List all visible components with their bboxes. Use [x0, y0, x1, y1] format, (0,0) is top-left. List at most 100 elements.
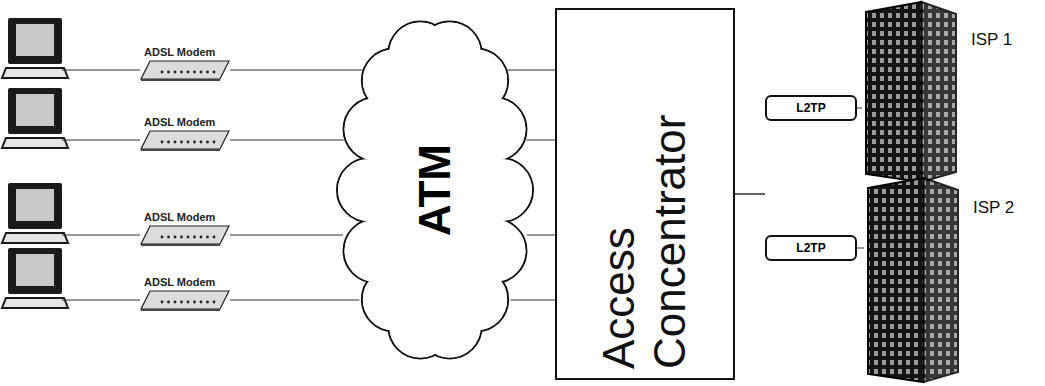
modem-light: [200, 236, 203, 239]
connector-line: [230, 70, 364, 71]
modem-node: ADSL Modem: [140, 60, 230, 80]
building-label: ISP 1: [971, 30, 1012, 50]
modem-light: [206, 236, 209, 239]
modem-light: [161, 236, 164, 239]
modem-base: [141, 309, 220, 311]
building-node: ISP 2: [864, 178, 960, 382]
concentrator-label: Access Concentrator: [594, 19, 695, 369]
connector-line: [230, 300, 359, 301]
l2tp-node: L2TP: [765, 95, 857, 121]
monitor-screen: [16, 24, 54, 56]
label-wrap: ATM: [413, 144, 457, 236]
connector-line: [230, 140, 344, 141]
modem-light: [161, 141, 164, 144]
modem-light: [193, 301, 196, 304]
modem-light: [206, 141, 209, 144]
cloud-node: ATM: [335, 20, 535, 360]
modem-light: [174, 301, 177, 304]
modem-light: [180, 236, 183, 239]
connector-line: [506, 70, 555, 71]
modem-light: [174, 71, 177, 74]
modem-body: [141, 131, 229, 149]
modem-light: [193, 141, 196, 144]
modem-light: [200, 71, 203, 74]
label-wrap: ISP 1: [971, 30, 1012, 50]
modem-light: [187, 141, 190, 144]
concentrator-node: Access Concentrator: [555, 8, 735, 380]
keyboard: [2, 68, 68, 78]
modem-base: [141, 244, 220, 246]
label-wrap: ADSL Modem: [144, 46, 215, 58]
modem-light: [206, 71, 209, 74]
modem-light: [180, 301, 183, 304]
building-side: [922, 2, 956, 182]
modem-light: [161, 301, 164, 304]
modem-light: [161, 71, 164, 74]
modem-light: [174, 236, 177, 239]
monitor-frame: [8, 248, 62, 294]
modem-label: ADSL Modem: [144, 116, 215, 128]
modem-light: [167, 141, 170, 144]
building-front: [868, 178, 924, 382]
cloud-label: ATM: [413, 144, 457, 236]
keyboard: [2, 233, 68, 243]
cloud-core: [369, 50, 501, 330]
label-wrap: ADSL Modem: [144, 276, 215, 288]
modem-light: [200, 301, 203, 304]
cable-line: [62, 235, 140, 236]
modem-light: [213, 71, 216, 74]
modem-body: [141, 291, 229, 309]
monitor-frame: [8, 88, 62, 134]
modem-node: ADSL Modem: [140, 290, 230, 310]
modem-light: [180, 141, 183, 144]
label-wrap: Access Concentrator: [594, 19, 695, 369]
modem-shape: [140, 130, 230, 150]
building-side: [924, 178, 958, 382]
monitor-screen: [16, 94, 54, 126]
keyboard: [2, 138, 68, 148]
connector-line: [735, 194, 765, 195]
connector-line: [230, 235, 343, 236]
modem-light: [213, 301, 216, 304]
modem-body: [141, 61, 229, 79]
l2tp-node: L2TP: [765, 235, 857, 261]
modem-node: ADSL Modem: [140, 225, 230, 245]
l2tp-label: L2TP: [796, 241, 825, 255]
cable-line: [62, 70, 140, 71]
modem-light: [200, 141, 203, 144]
building-shape: [862, 2, 958, 182]
modem-shape: [140, 60, 230, 80]
cable-line: [62, 300, 140, 301]
modem-label: ADSL Modem: [144, 276, 215, 288]
modem-base: [141, 149, 220, 151]
modem-shape: [140, 290, 230, 310]
modem-shape: [140, 225, 230, 245]
modem-light: [180, 71, 183, 74]
cable-line: [62, 140, 140, 141]
modem-label: ADSL Modem: [144, 46, 215, 58]
modem-light: [167, 236, 170, 239]
modem-base: [141, 79, 220, 81]
computer-icon: [2, 18, 68, 78]
modem-light: [187, 71, 190, 74]
computer-icon: [2, 248, 68, 308]
connector-line: [511, 300, 555, 301]
connector-line: [857, 248, 864, 249]
connector-line: [735, 194, 765, 195]
modem-label: ADSL Modem: [144, 211, 215, 223]
building-front: [866, 2, 922, 182]
monitor-screen: [16, 189, 54, 221]
modem-light: [187, 236, 190, 239]
modem-light: [193, 71, 196, 74]
label-wrap: ISP 2: [973, 198, 1014, 218]
l2tp-label: L2TP: [796, 101, 825, 115]
building-node: ISP 1: [862, 2, 958, 182]
connector-line: [526, 140, 555, 141]
computer-icon: [2, 183, 68, 243]
modem-light: [167, 301, 170, 304]
monitor-screen: [16, 254, 54, 286]
modem-body: [141, 226, 229, 244]
modem-node: ADSL Modem: [140, 130, 230, 150]
